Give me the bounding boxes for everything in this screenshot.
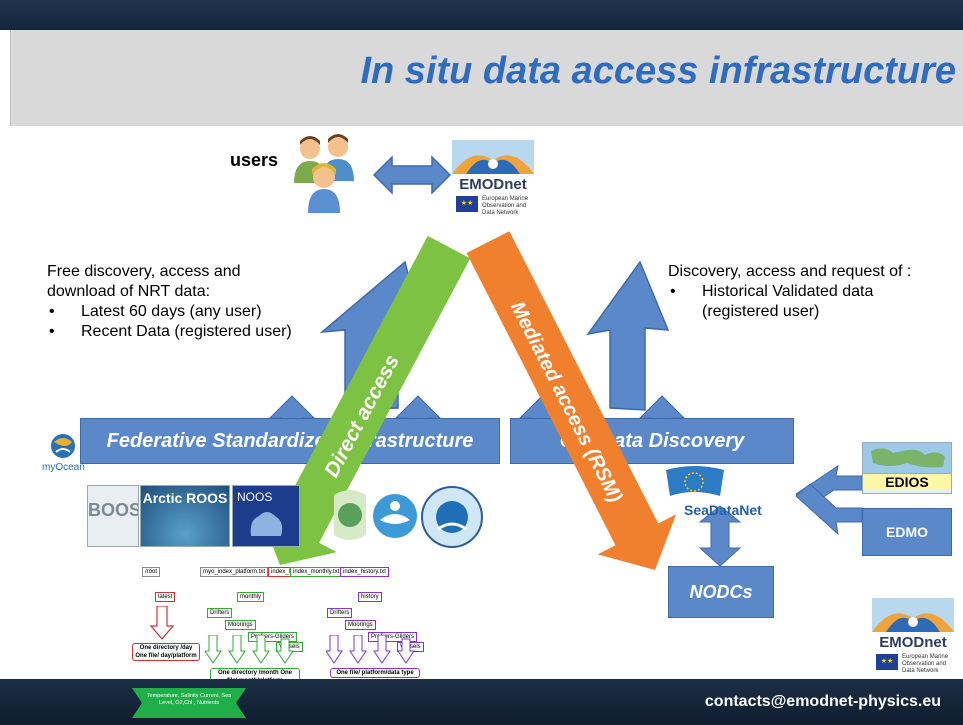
right-description: Discovery, access and request of : Histo… xyxy=(668,262,918,322)
left-intro: Free discovery, access and download of N… xyxy=(47,263,241,300)
history-down-arrows xyxy=(326,635,415,664)
black-sea-globe-icon xyxy=(421,486,483,548)
eu-flag-icon: ★★ xyxy=(876,654,898,670)
latest-down-arrow xyxy=(150,606,174,640)
emodnet-logo-top: EMODnet ★★ European Marine Observation a… xyxy=(452,140,534,222)
water-splash-icon xyxy=(373,494,417,538)
left-description: Free discovery, access and download of N… xyxy=(47,262,297,342)
mediated-access-label: Mediated access (RSM) xyxy=(506,298,627,506)
emodnet-subtitle: European Marine Observation and Data Net… xyxy=(902,654,954,675)
right-bullet: Historical Validated data (registered us… xyxy=(668,282,918,322)
edmo-label: EDMO xyxy=(886,524,928,540)
monthly-item: Profilers-Gliders xyxy=(248,632,298,642)
monthly-folder: monthly xyxy=(237,592,265,602)
footer-contact: contacts@emodnet-physics.eu xyxy=(704,693,941,710)
seadatanet-flag-icon xyxy=(666,466,724,496)
latest-folder: latest xyxy=(155,592,176,602)
federative-infrastructure-bar: Federative Standardized Infrastructure xyxy=(80,418,500,464)
emodnet-name: EMODnet xyxy=(459,176,527,193)
noos-label: NOOS xyxy=(237,490,273,504)
federative-bar-label: Federative Standardized Infrastructure xyxy=(106,429,474,452)
emodnet-subtitle-line: European Marine xyxy=(482,196,529,202)
world-map-icon xyxy=(863,443,951,473)
vertical-double-arrow xyxy=(698,505,742,567)
ibiroos-icon xyxy=(334,490,366,540)
history-item: Drifters xyxy=(327,608,353,618)
ftp-file: index_history.txt xyxy=(340,567,389,577)
ftp-root: /root xyxy=(142,567,161,577)
users-label: users xyxy=(230,150,279,170)
right-intro: Discovery, access and request of : xyxy=(668,263,912,280)
arctic-roos-label: Arctic ROOS xyxy=(142,490,228,506)
users-icon xyxy=(294,134,354,213)
edmo-box: EDMO xyxy=(862,508,952,556)
title-band: In situ data access infrastructure xyxy=(10,30,963,126)
noos-logo: NOOS xyxy=(232,485,300,547)
right-up-arrow xyxy=(586,260,670,411)
arctic-roos-logo: Arctic ROOS xyxy=(140,485,230,547)
emodnet-wave-icon xyxy=(872,598,954,632)
myocean-prefix: my xyxy=(42,462,56,473)
nodcs-label: NODCs xyxy=(689,581,753,602)
double-arrow xyxy=(372,155,452,195)
emodnet-logo-bottom: EMODnet ★★ European Marine Observation a… xyxy=(872,598,954,680)
emodnet-subtitle: European Marine Observation and Data Net… xyxy=(482,196,534,217)
monthly-down-arrows xyxy=(205,635,294,664)
myocean-globe-icon xyxy=(51,434,75,458)
ftp-file: index_monthly.txt xyxy=(290,567,343,577)
ftp-file: myo_index_platform.txt xyxy=(200,567,269,577)
seadatanet-logo: SeaDataNet xyxy=(662,466,774,522)
history-note: One file/ platform/data type xyxy=(330,668,420,678)
parameters-banner xyxy=(132,688,246,718)
myocean-logo: myOcean xyxy=(42,432,85,482)
monthly-item: Moorings xyxy=(225,620,256,630)
eu-flag-icon: ★★ xyxy=(456,196,478,212)
black-sea-logo xyxy=(420,485,484,549)
myocean-suffix: Ocean xyxy=(55,462,85,473)
history-item: Profilers-Gliders xyxy=(368,632,418,642)
emodnet-subtitle-line: Observation and xyxy=(902,661,947,667)
parameters-banner-text: Temperature, Salinity Current, Sea Level… xyxy=(146,693,232,706)
slide-body xyxy=(10,126,963,679)
history-folder: history xyxy=(358,592,382,602)
seadatanet-label: SeaDataNet xyxy=(684,502,762,518)
monthly-item: Drifters xyxy=(207,608,233,618)
latest-note: One directory /day One file/ day/platfor… xyxy=(132,643,200,661)
emodnet-subtitle-line: European Marine xyxy=(902,654,949,660)
edios-label: EDIOS xyxy=(863,473,951,490)
nodcs-box: NODCs xyxy=(668,566,774,618)
slide-title: In situ data access infrastructure xyxy=(360,50,956,92)
history-item: Moorings xyxy=(345,620,376,630)
emodnet-name: EMODnet xyxy=(879,634,947,651)
boos-logo: BOOS xyxy=(87,485,139,547)
emodnet-subtitle-line: Data Network xyxy=(482,210,519,216)
europe-map-icon xyxy=(250,512,283,536)
myocean-text: myOcean xyxy=(42,462,85,473)
monet-logo xyxy=(372,488,418,544)
ibiroos-logo xyxy=(330,485,370,545)
emodnet-wave-icon xyxy=(452,140,534,174)
boos-label: BOOS xyxy=(88,500,139,520)
top-bar xyxy=(0,0,963,30)
emodnet-subtitle-line: Data Network xyxy=(902,668,939,674)
edios-logo: EDIOS xyxy=(862,442,952,494)
left-bullet: Recent Data (registered user) xyxy=(47,322,297,342)
emodnet-subtitle-line: Observation and xyxy=(482,203,527,209)
left-bullet: Latest 60 days (any user) xyxy=(47,302,297,322)
